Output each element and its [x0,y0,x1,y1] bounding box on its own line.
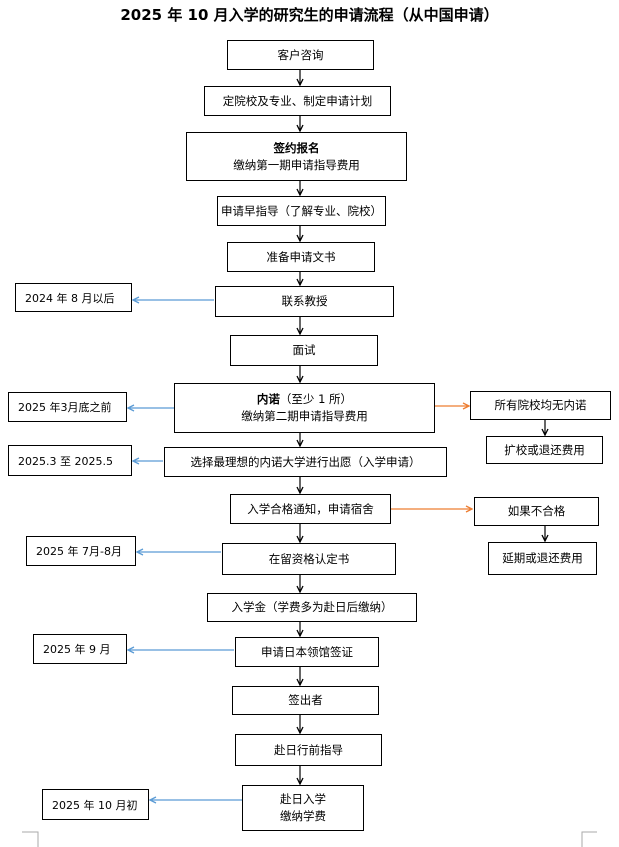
step-label: 联系教授 [281,294,328,308]
timeline-2024-aug: 2024 年 8 月以后 [15,283,132,312]
step-admission: 入学合格通知，申请宿舍 [230,494,391,524]
step-visa: 申请日本领馆签证 [235,637,379,667]
step-label: 在留资格认定书 [268,551,350,566]
timeline-2025-sep: 2025 年 9 月 [33,634,127,664]
step-documents: 准备申请文书 [227,242,375,272]
branch-label: 扩校或退还费用 [504,442,585,457]
page-corner-mark [22,831,39,847]
timeline-2025-mar-may: 2025.3 至 2025.5 [8,445,132,476]
branch-fail-result: 延期或退还费用 [488,542,597,575]
branch-label: 延期或退还费用 [502,551,583,565]
step-label: 签出者 [288,693,323,707]
step-pre-guide: 赴日行前指导 [235,734,382,766]
step-label: 入学金（学费多为赴日后缴纳） [231,600,393,614]
step-label-note: （至少 1 所） [279,392,353,406]
timeline-2025-oct: 2025 年 10 月初 [42,789,149,820]
step-plan: 定院校及专业、制定申请计划 [204,86,391,116]
branch-no-offer: 所有院校均无内诺 [470,391,611,420]
branch-fail: 如果不合格 [474,497,599,526]
timeline-label: 2025 年3月底之前 [18,401,112,414]
step-label: 内诺（至少 1 所） [257,391,352,408]
timeline-label: 2024 年 8 月以后 [25,291,115,305]
page-corner-mark [581,831,597,847]
step-fee: 入学金（学费多为赴日后缴纳） [207,593,417,622]
step-label: 申请日本领馆签证 [261,644,353,659]
step-label: 赴日入学 [280,792,326,806]
step-label: 客户咨询 [277,47,324,62]
step-consult: 客户咨询 [227,40,374,70]
step-naidaku: 内诺（至少 1 所） 缴纳第二期申请指导费用 [174,383,435,433]
step-label: 申请早指导（了解专业、院校） [221,203,382,218]
step-depart: 签出者 [232,686,379,715]
page-title: 2025 年 10 月入学的研究生的申请流程（从中国申请） [120,6,499,24]
step-sign: 签约报名 缴纳第一期申请指导费用 [186,132,407,181]
step-label: 选择最理想的内诺大学进行出愿（入学申请） [190,454,421,469]
timeline-2025-mar: 2025 年3月底之前 [8,392,127,422]
branch-label: 所有院校均无内诺 [494,398,587,412]
step-label: 面试 [292,343,316,357]
step-label: 赴日行前指导 [274,742,343,757]
step-early-guide: 申请早指导（了解专业、院校） [217,196,386,226]
timeline-2025-jul-aug: 2025 年 7月-8月 [26,536,136,566]
branch-no-offer-result: 扩校或退还费用 [486,436,603,464]
step-label: 入学合格通知，申请宿舍 [247,501,374,516]
step-interview: 面试 [230,335,378,366]
step-label-bold: 签约报名 [273,140,320,155]
step-label: 缴纳学费 [280,809,326,823]
timeline-label: 2025 年 10 月初 [52,798,138,812]
step-label: 准备申请文书 [266,249,336,264]
step-enroll: 赴日入学 缴纳学费 [242,785,364,831]
step-coe: 在留资格认定书 [222,543,396,575]
timeline-label: 2025 年 9 月 [43,643,111,656]
step-label-bold: 内诺 [256,392,280,406]
step-choose: 选择最理想的内诺大学进行出愿（入学申请） [164,447,447,477]
timeline-label: 2025 年 7月-8月 [36,545,122,558]
step-label: 缴纳第一期申请指导费用 [233,157,360,172]
step-contact: 联系教授 [215,286,394,317]
timeline-label: 2025.3 至 2025.5 [18,454,113,468]
branch-label: 如果不合格 [507,504,566,518]
step-label: 缴纳第二期申请指导费用 [241,409,368,423]
step-label: 定院校及专业、制定申请计划 [222,93,373,108]
